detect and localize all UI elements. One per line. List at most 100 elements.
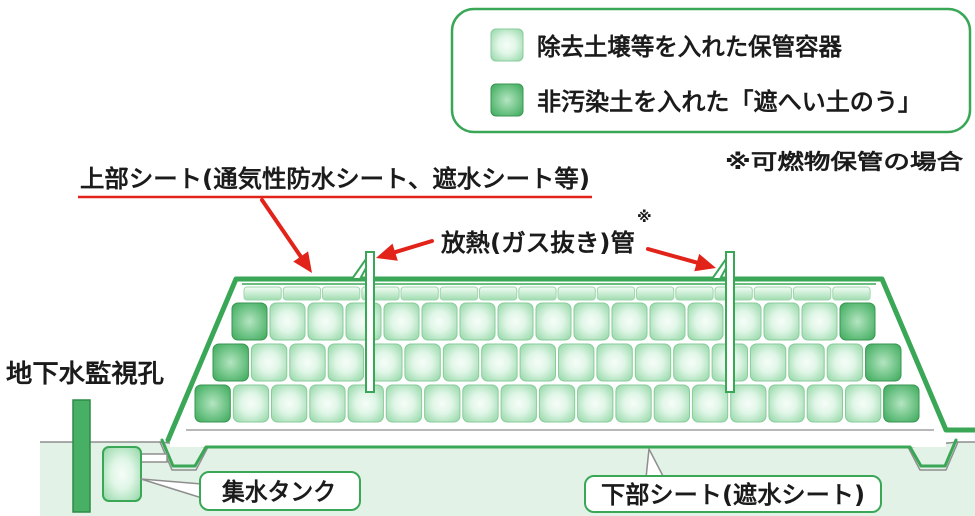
- arrow-head: [694, 253, 716, 272]
- legend-swatch-shielding-sandbag: [490, 83, 524, 117]
- storage-container: [763, 302, 800, 341]
- storage-container: [845, 384, 882, 423]
- storage-container-flat: [753, 286, 793, 301]
- storage-container: [788, 343, 825, 382]
- collection-tank: [102, 446, 142, 502]
- storage-container-flat: [439, 286, 479, 301]
- storage-container: [421, 302, 458, 341]
- storage-container: [462, 384, 499, 423]
- storage-container: [345, 302, 382, 341]
- storage-container: [749, 343, 787, 382]
- storage-container: [730, 384, 767, 423]
- tank-label-box: [199, 471, 361, 511]
- lower-sheet-label: 下部シート(遮水シート): [601, 481, 865, 509]
- storage-container: [307, 302, 344, 341]
- storage-container: [385, 384, 423, 423]
- storage-container-flat: [793, 286, 832, 301]
- storage-container: [481, 343, 518, 382]
- storage-container: [404, 343, 441, 382]
- vent-pipe-sheet-collar: [350, 255, 367, 280]
- storage-container: [801, 302, 838, 341]
- storage-container: [596, 343, 633, 382]
- monitoring-well-label: 地下水監視孔: [6, 359, 164, 388]
- storage-container: [806, 384, 844, 423]
- storage-container: [558, 343, 595, 382]
- storage-container: [459, 302, 496, 341]
- storage-container: [768, 384, 805, 423]
- storage-container: [442, 343, 480, 382]
- arrow-head: [293, 251, 312, 273]
- tank-label: 集水タンク: [221, 478, 336, 506]
- storage-container: [250, 343, 288, 382]
- storage-container: [271, 384, 308, 423]
- container-stack: [194, 286, 920, 423]
- arrow-shaft: [646, 247, 699, 265]
- lower-sheet-label-box: [584, 475, 882, 513]
- shielding-sandbag: [231, 302, 268, 341]
- storage-container-flat: [400, 286, 439, 301]
- shielding-sandbag: [212, 343, 249, 382]
- storage-container-flat: [596, 286, 636, 301]
- shielding-sandbag: [194, 384, 231, 423]
- legend-label-storage-container: 除去土壌等を入れた保管容器: [537, 33, 843, 61]
- monitoring-well-post: [72, 399, 91, 513]
- storage-container-flat: [518, 286, 557, 301]
- storage-container: [611, 302, 648, 341]
- shielding-sandbag: [883, 384, 920, 423]
- storage-container: [289, 343, 326, 382]
- tank-inlet-pipe: [139, 453, 168, 463]
- vent-pipe-label: 放熱(ガス抜き)管: [440, 229, 635, 257]
- storage-container-flat: [479, 286, 518, 301]
- shielding-sandbag: [865, 343, 902, 382]
- legend-label-shielding-sandbag: 非汚染土を入れた「遮へい土のう」: [537, 88, 922, 116]
- upper-sheet-arrow: [260, 198, 312, 273]
- storage-container: [634, 343, 672, 382]
- storage-container-flat: [675, 286, 714, 301]
- vent-pipe-right-arrow: [646, 247, 716, 272]
- storage-container: [269, 302, 306, 341]
- upper-sheet: [165, 276, 975, 443]
- storage-container: [232, 384, 270, 423]
- combustibles-note: ※可燃物保管の場合: [725, 150, 964, 174]
- storage-container: [826, 343, 864, 382]
- storage-container-flat: [243, 286, 282, 301]
- arrow-shaft: [260, 198, 303, 259]
- vent-pipe-left: [350, 251, 375, 393]
- legend-box: [450, 7, 972, 134]
- storage-container: [309, 384, 346, 423]
- storage-container: [573, 302, 610, 341]
- vent-pipe-note-mark: ※: [637, 208, 652, 226]
- storage-container-flat: [282, 286, 322, 301]
- storage-container-flat: [557, 286, 596, 301]
- storage-container: [327, 343, 365, 382]
- storage-container-flat: [832, 286, 871, 301]
- storage-container: [673, 343, 710, 382]
- storage-container-flat: [322, 286, 361, 301]
- upper-sheet-label: 上部シート(通気性防水シート、遮水シート等): [80, 165, 590, 193]
- legend-swatch-storage-container: [490, 28, 524, 62]
- storage-container: [577, 384, 614, 423]
- legend: 除去土壌等を入れた保管容器 非汚染土を入れた「遮へい土のう」: [450, 7, 972, 134]
- storage-container: [424, 384, 461, 423]
- pointer-arrows: [260, 198, 716, 273]
- lower-sheet: [160, 438, 958, 468]
- vent-pipe-right: [710, 251, 735, 393]
- arrow-shaft: [393, 239, 434, 255]
- vent-pipe-left-arrow: [376, 239, 434, 261]
- storage-container: [687, 302, 724, 341]
- vent-pipe-shaft: [365, 251, 375, 393]
- storage-container: [615, 384, 652, 423]
- storage-container: [691, 384, 729, 423]
- vent-pipe-sheet-collar: [710, 255, 727, 280]
- storage-container: [649, 302, 686, 341]
- shielding-sandbag: [839, 302, 876, 341]
- storage-container: [653, 384, 691, 423]
- storage-container-flat: [636, 286, 675, 301]
- storage-container: [519, 343, 556, 382]
- vent-pipe-shaft: [725, 251, 735, 393]
- storage-container: [500, 384, 537, 423]
- arrow-head: [376, 243, 398, 261]
- storage-container: [383, 302, 420, 341]
